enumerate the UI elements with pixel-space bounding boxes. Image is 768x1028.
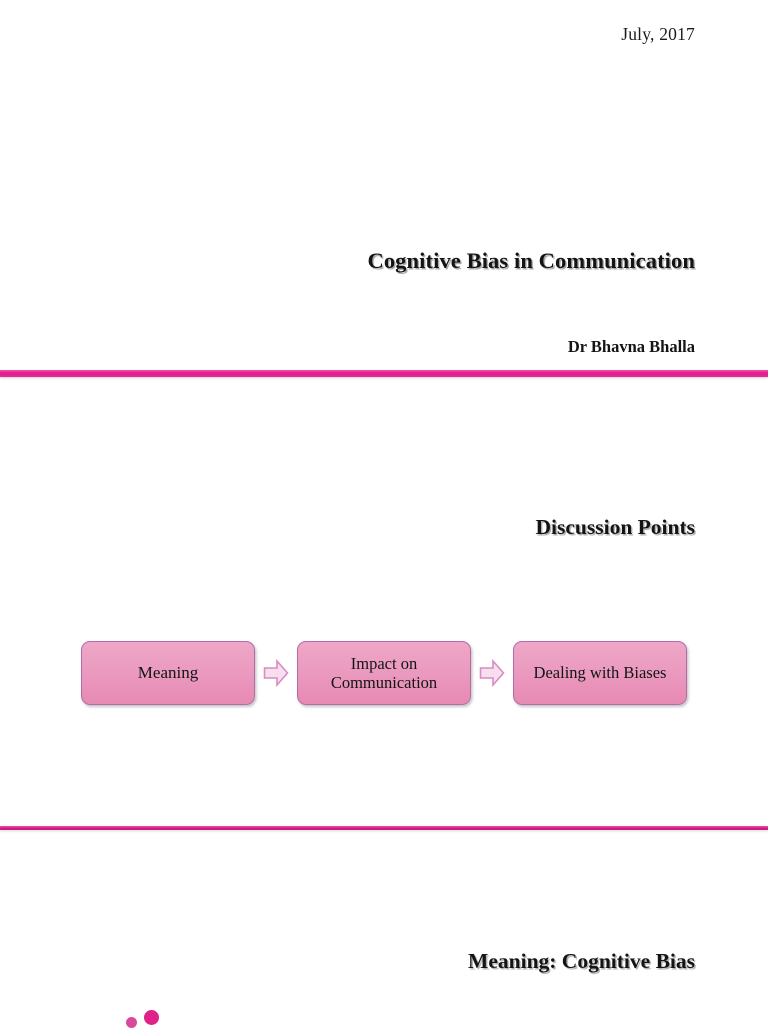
pink-dots-bullet-icon: [118, 1008, 178, 1028]
slide-title-page: July, 2017 Cognitive Bias in Communicati…: [0, 0, 768, 370]
page-title: Cognitive Bias in Communication: [367, 248, 695, 274]
bullet-dot-small: [126, 1017, 137, 1028]
slide-divider-bottom: [0, 826, 768, 830]
right-arrow-icon: [255, 658, 297, 688]
section-heading-meaning-cognitive-bias: Meaning: Cognitive Bias: [468, 948, 695, 973]
flow-box-impact-on-communication: Impact on Communication: [297, 641, 471, 705]
section-heading-discussion-points: Discussion Points: [535, 514, 696, 539]
process-flow-diagram: Meaning Impact on Communication Dealing …: [81, 641, 687, 705]
slide-meaning-cognitive-bias: Meaning: Cognitive Bias: [0, 830, 768, 1024]
slide-discussion-points: Discussion Points Meaning Impact on Comm…: [0, 377, 768, 826]
right-arrow-icon: [471, 658, 513, 688]
flow-box-dealing-with-biases: Dealing with Biases: [513, 641, 687, 705]
author-name: Dr Bhavna Bhalla: [567, 337, 695, 356]
slide-date: July, 2017: [621, 24, 695, 44]
bullet-dot-large: [144, 1010, 159, 1025]
flow-box-meaning: Meaning: [81, 641, 255, 705]
slide-divider-top: [0, 370, 768, 377]
